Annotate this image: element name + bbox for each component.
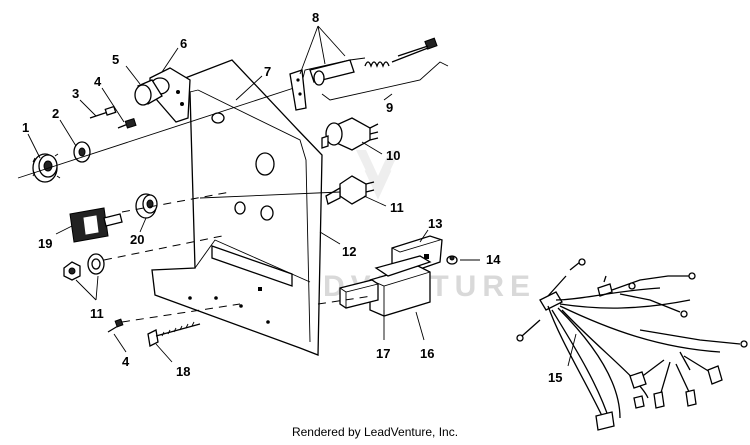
axis-line-20	[121, 191, 231, 213]
callout-13: 13	[428, 216, 442, 231]
part-4-lower-screw	[107, 318, 124, 333]
callout-11: 11	[390, 200, 404, 215]
part-4-screw	[117, 117, 137, 129]
callout-12: 12	[342, 244, 356, 259]
callout-2: 2	[52, 106, 59, 121]
part-11-toggle-switch	[325, 175, 375, 205]
watermark-logo	[356, 150, 400, 200]
axis-line-4-lower	[121, 303, 241, 323]
callout-20: 20	[130, 232, 144, 247]
leader-8	[299, 25, 346, 75]
part-1-knurled-nut	[32, 153, 61, 183]
callout-9: 9	[386, 100, 393, 115]
callout-18: 18	[176, 364, 190, 379]
callout-3: 3	[72, 86, 79, 101]
callout-11-lower: 11	[90, 306, 104, 321]
part-11-nut-washer	[63, 253, 105, 281]
callout-6: 6	[180, 36, 187, 51]
callout-15: 15	[548, 370, 562, 385]
part-10-ignition-switch	[321, 117, 379, 151]
part-18-bolt	[147, 321, 201, 347]
part-2-lock-washer	[73, 141, 91, 163]
part-17-terminal-strip	[339, 279, 379, 309]
axis-line-16	[317, 295, 373, 305]
part-15-wiring-harness	[516, 258, 748, 431]
axis-line-11	[199, 191, 341, 199]
part-3-screw	[89, 105, 117, 119]
callout-17: 17	[376, 346, 390, 361]
leader-11-lower	[75, 275, 99, 301]
axis-line-11-lower	[103, 235, 223, 261]
callout-7: 7	[264, 64, 271, 79]
leader-lines	[27, 47, 577, 367]
part-9-cable-assembly	[289, 37, 449, 111]
callout-4-lower: 4	[122, 354, 130, 369]
callout-8: 8	[312, 10, 319, 25]
callout-5: 5	[112, 52, 119, 67]
dash-panel	[151, 59, 323, 356]
axis-line-1	[17, 85, 301, 179]
callout-numbers: 1 2 3 4 5 6 7 8 9 10 11 12 13 14 15 16 1…	[22, 10, 562, 385]
part-5-cylinder	[134, 79, 184, 106]
callout-4: 4	[94, 74, 102, 89]
callout-14: 14	[486, 252, 501, 267]
part-19-key	[69, 207, 123, 243]
part-16-terminal-block	[369, 255, 432, 317]
callout-16: 16	[420, 346, 434, 361]
callout-1: 1	[22, 120, 29, 135]
callout-19: 19	[38, 236, 52, 251]
part-14-nut	[446, 255, 458, 265]
callout-10: 10	[386, 148, 400, 163]
footer-credit: Rendered by LeadVenture, Inc.	[291, 425, 459, 439]
part-20-nut	[135, 193, 158, 219]
